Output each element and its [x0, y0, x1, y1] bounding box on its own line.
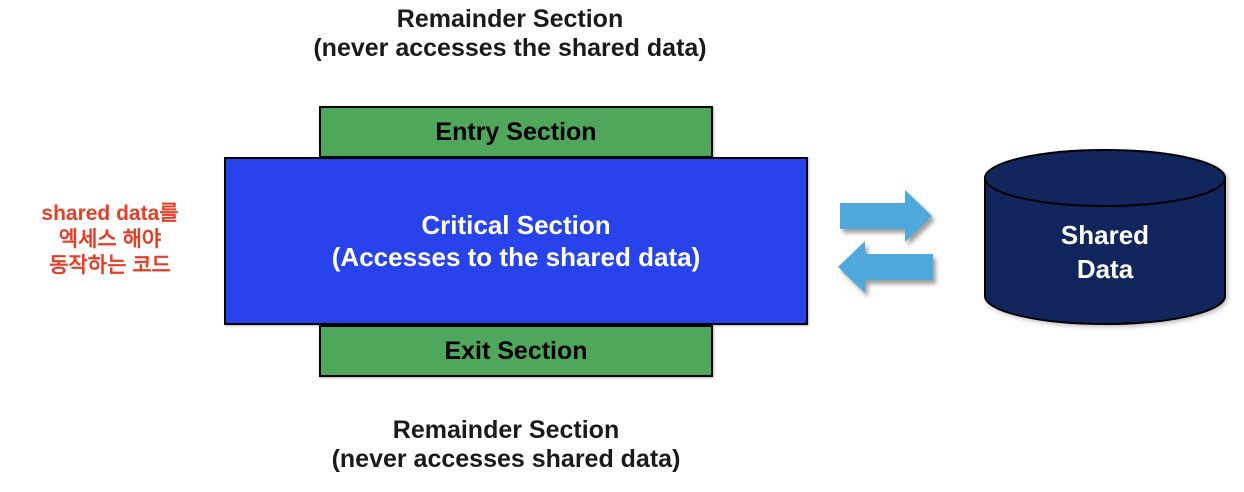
shared-data-label: Shared Data	[983, 218, 1227, 286]
korean-side-note: shared data를 엑세스 해야 동작하는 코드	[5, 201, 215, 279]
shared-data-store: Shared Data	[983, 148, 1227, 326]
top-remainder-line1: Remainder Section	[396, 5, 624, 33]
bottom-remainder-line2: (never accesses shared data)	[331, 445, 681, 473]
shared-data-line2: Data	[1076, 254, 1134, 284]
korean-side-note-line3: 동작하는 코드	[49, 254, 171, 277]
critical-section-box: Critical Section (Accesses to the shared…	[224, 157, 808, 325]
cylinder-body	[984, 177, 1226, 325]
entry-section-box: Entry Section	[319, 106, 713, 158]
bottom-remainder-line1: Remainder Section	[392, 416, 620, 444]
bottom-remainder-note: Remainder Section (never accesses shared…	[246, 416, 766, 474]
critical-section-line2: (Accesses to the shared data)	[331, 242, 701, 272]
top-remainder-note: Remainder Section (never accesses the sh…	[250, 5, 770, 63]
arrow-right-icon	[840, 190, 932, 242]
data-access-arrows	[838, 190, 933, 293]
database-cylinder-icon	[984, 149, 1226, 325]
entry-section-label: Entry Section	[435, 117, 597, 146]
top-remainder-line2: (never accesses the shared data)	[313, 34, 707, 62]
korean-side-note-line2: 엑세스 해야	[58, 228, 162, 251]
korean-side-note-line1: shared data를	[41, 202, 179, 225]
shared-data-line1: Shared	[1060, 220, 1150, 250]
cylinder-top	[984, 149, 1226, 207]
exit-section-label: Exit Section	[444, 336, 588, 365]
critical-section-line1: Critical Section	[421, 210, 611, 240]
arrow-left-icon	[838, 241, 933, 293]
exit-section-box: Exit Section	[319, 325, 713, 377]
